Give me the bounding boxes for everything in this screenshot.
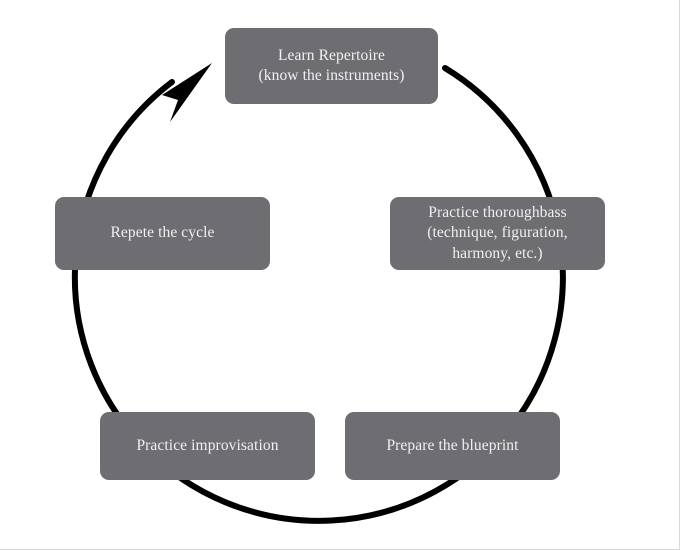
node-prepare-blueprint-label: Prepare the blueprint [386, 436, 519, 454]
node-practice-improvisation-label: Practice improvisation [136, 436, 279, 454]
node-learn-repertoire[interactable]: Learn Repertoire (know the instruments) [225, 28, 438, 104]
node-prepare-blueprint[interactable]: Prepare the blueprint [345, 412, 560, 480]
node-repete-cycle[interactable]: Repete the cycle [55, 197, 270, 270]
cycle-arrowhead-icon [162, 63, 212, 122]
node-practice-thoroughbass[interactable]: Practice thoroughbass (technique, figura… [390, 197, 605, 270]
node-learn-repertoire-label: Learn Repertoire (know the instruments) [258, 46, 405, 84]
node-practice-thoroughbass-label: Practice thoroughbass (technique, figura… [427, 203, 568, 262]
node-practice-improvisation[interactable]: Practice improvisation [100, 412, 315, 480]
node-repete-cycle-label: Repete the cycle [110, 224, 215, 242]
